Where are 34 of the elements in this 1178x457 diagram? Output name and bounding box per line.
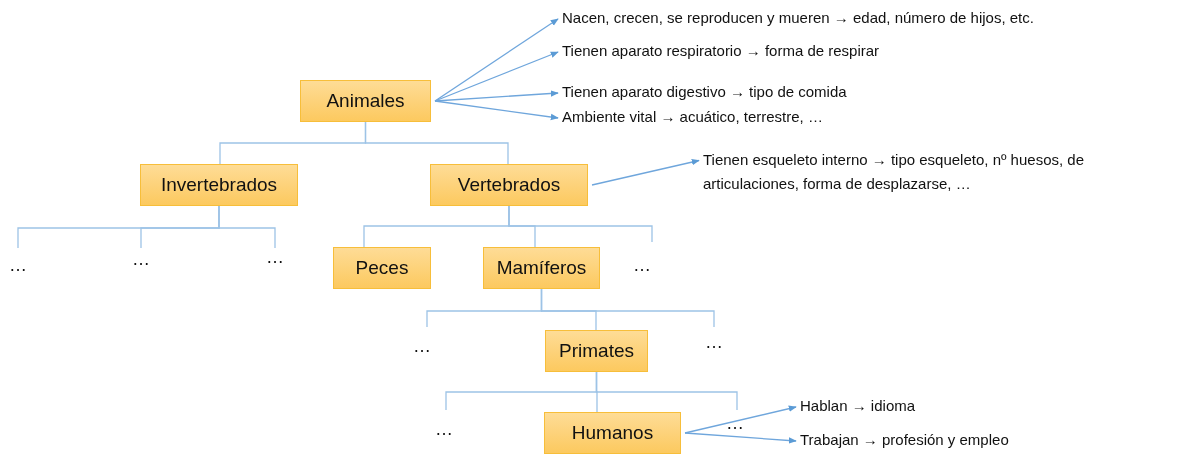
arrow bbox=[434, 100, 559, 121]
note-text: Hablan → idioma bbox=[800, 397, 916, 414]
note-text: Tienen aparato digestivo → tipo de comida bbox=[562, 83, 847, 100]
ellipsis-text: … bbox=[266, 247, 284, 268]
ellipsis-text: … bbox=[435, 419, 453, 440]
note-text: Tienen aparato respiratorio → forma de respirar bbox=[562, 42, 880, 59]
category-box: Animales bbox=[300, 80, 431, 122]
arrow bbox=[434, 90, 559, 102]
arrow bbox=[591, 159, 700, 186]
ellipsis-text: … bbox=[633, 255, 651, 276]
connector-line bbox=[218, 205, 276, 249]
note-text: Ambiente vital → acuático, terrestre, … bbox=[562, 108, 823, 125]
connector-line bbox=[595, 371, 738, 411]
ellipsis-text: … bbox=[9, 255, 27, 276]
arrow bbox=[684, 405, 797, 434]
connector-line bbox=[364, 121, 509, 165]
connector-line bbox=[540, 288, 715, 328]
note-text: Trabajan → profesión y empleo bbox=[800, 431, 1009, 448]
category-box: Primates bbox=[545, 330, 648, 372]
category-box: Mamíferos bbox=[483, 247, 600, 289]
arrow bbox=[434, 18, 559, 102]
category-box: Peces bbox=[333, 247, 431, 289]
ellipsis-text: … bbox=[705, 332, 723, 353]
note-text: Tienen esqueleto interno → tipo esqueleto, nº huesos, de articulaciones, forma de desplazarse, … bbox=[703, 151, 1084, 192]
note-text: Nacen, crecen, se reproducen y mueren → edad, número de hijos, etc. bbox=[562, 9, 1034, 26]
arrow bbox=[434, 51, 559, 102]
connector-line bbox=[508, 205, 653, 243]
arrow bbox=[684, 432, 797, 444]
ellipsis-text: … bbox=[132, 249, 150, 270]
category-box: Invertebrados bbox=[140, 164, 298, 206]
ellipsis-text: … bbox=[726, 413, 744, 434]
category-box: Vertebrados bbox=[430, 164, 588, 206]
ellipsis-text: … bbox=[413, 336, 431, 357]
category-box: Humanos bbox=[544, 412, 681, 454]
